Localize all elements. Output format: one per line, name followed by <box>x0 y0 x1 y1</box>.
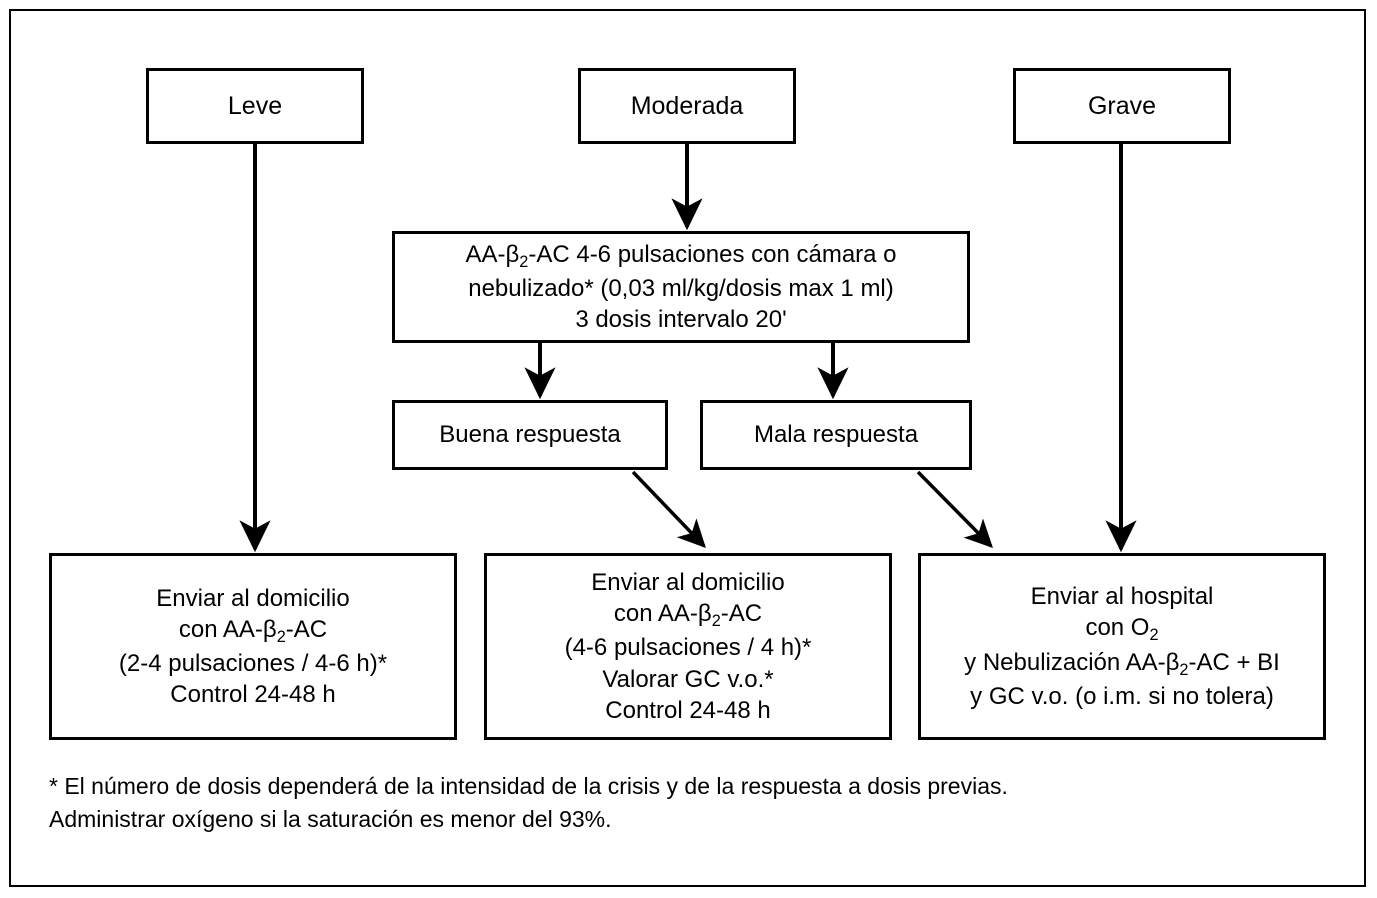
node-severity-moderada-label: Moderada <box>630 91 744 120</box>
outer-border-frame <box>9 9 1366 887</box>
node-response-mala-label: Mala respuesta <box>753 421 919 449</box>
node-severity-grave[interactable]: Grave <box>1013 68 1231 144</box>
node-severity-moderada[interactable]: Moderada <box>578 68 796 144</box>
node-severity-leve-label: Leve <box>227 91 283 120</box>
node-severity-leve[interactable]: Leve <box>146 68 364 144</box>
node-response-mala[interactable]: Mala respuesta <box>700 400 972 470</box>
beta-subscript: 2 <box>711 612 721 631</box>
beta-subscript: 2 <box>276 627 286 646</box>
footnote-text: * El número de dosis dependerá de la int… <box>49 773 1008 833</box>
beta-subscript: 2 <box>519 252 529 271</box>
node-response-buena-label: Buena respuesta <box>439 421 621 449</box>
node-response-buena[interactable]: Buena respuesta <box>392 400 668 470</box>
node-severity-grave-label: Grave <box>1087 91 1157 120</box>
beta-subscript: 2 <box>1179 660 1189 679</box>
oxygen-subscript: 2 <box>1149 626 1159 645</box>
